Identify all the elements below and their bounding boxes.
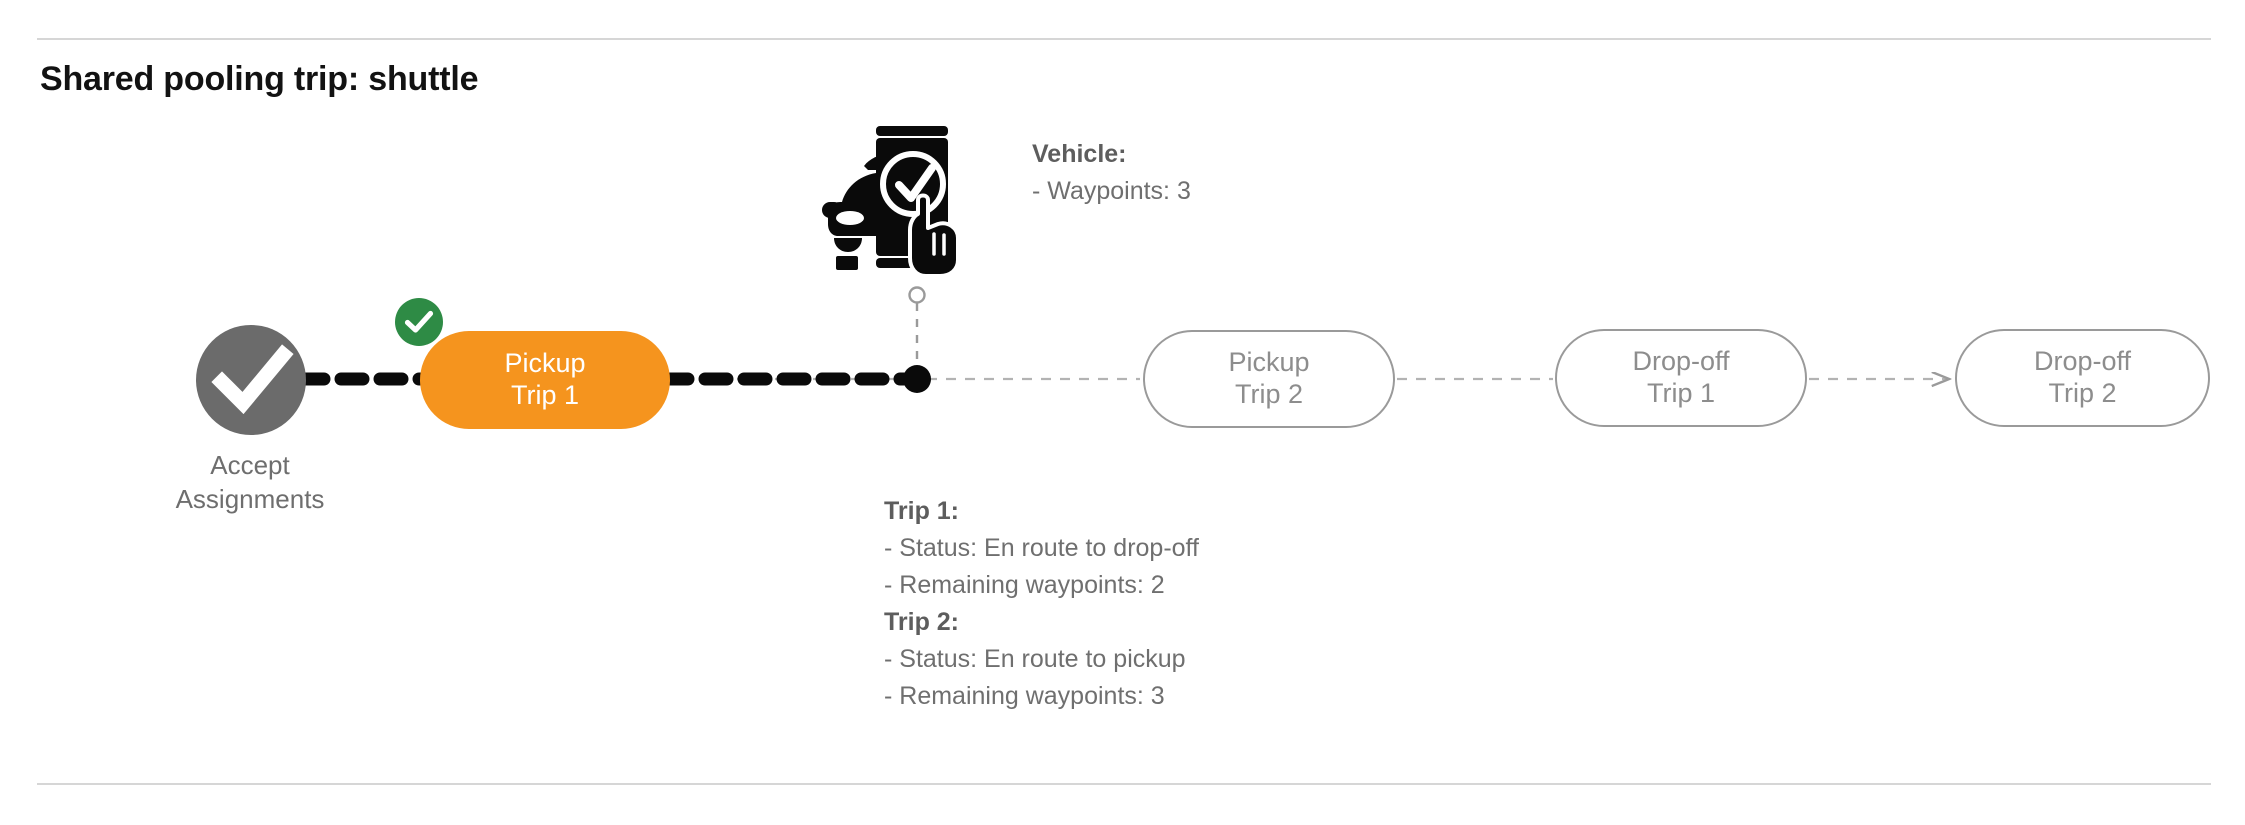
node-label-line1: Drop-off: [2033, 346, 2132, 377]
vehicle-annotation-heading: Vehicle:: [1032, 140, 1127, 168]
current-position-dot: [903, 365, 931, 393]
trip-1-remaining-waypoints: - Remaining waypoints: 2: [884, 571, 1165, 599]
node-dropoff-trip-1[interactable]: Drop-off Trip 1: [1555, 329, 1807, 427]
trip-1-status: - Status: En route to drop-off: [884, 534, 1199, 562]
vehicle-annotation-waypoints: - Waypoints: 3: [1032, 177, 1191, 205]
trip-2-heading: Trip 2:: [884, 608, 960, 636]
trips-annotation: Trip 1: - Status: En route to drop-off -…: [884, 493, 1199, 715]
bottom-divider: [37, 783, 2211, 785]
node-label-line1: Pickup: [1228, 347, 1310, 378]
node-label-line1: Pickup: [504, 348, 586, 379]
trip-2-remaining-waypoints: - Remaining waypoints: 3: [884, 682, 1165, 710]
node-label-line2: Trip 2: [2048, 378, 2117, 408]
page-title: Shared pooling trip: shuttle: [40, 60, 479, 98]
accept-label-line2: Assignments: [175, 484, 325, 515]
node-label-line2: Trip 2: [1234, 379, 1303, 409]
completed-circle: [196, 325, 306, 435]
vehicle-position-marker: [903, 286, 931, 393]
vehicle-phone-check-icon: [822, 126, 960, 278]
open-circle-icon: [908, 286, 926, 304]
check-icon: [211, 344, 294, 415]
node-pickup-trip-2[interactable]: Pickup Trip 2: [1143, 330, 1395, 428]
node-label-line2: Trip 1: [510, 380, 579, 410]
trip-1-heading: Trip 1:: [884, 497, 960, 525]
node-label-line2: Trip 1: [1646, 378, 1715, 408]
accept-label-line1: Accept: [210, 450, 290, 480]
accept-assignments-node[interactable]: [196, 325, 306, 435]
vehicle-annotation: Vehicle: - Waypoints: 3: [1032, 136, 1191, 210]
top-divider: [37, 38, 2211, 40]
node-label-line1: Drop-off: [1632, 346, 1730, 377]
accept-assignments-label: Accept Assignments: [130, 448, 370, 517]
node-pickup-trip-1[interactable]: Pickup Trip 1: [420, 331, 670, 429]
node-dropoff-trip-2[interactable]: Drop-off Trip 2: [1955, 329, 2210, 427]
check-badge-icon: [395, 298, 443, 346]
trip-2-status: - Status: En route to pickup: [884, 645, 1186, 673]
